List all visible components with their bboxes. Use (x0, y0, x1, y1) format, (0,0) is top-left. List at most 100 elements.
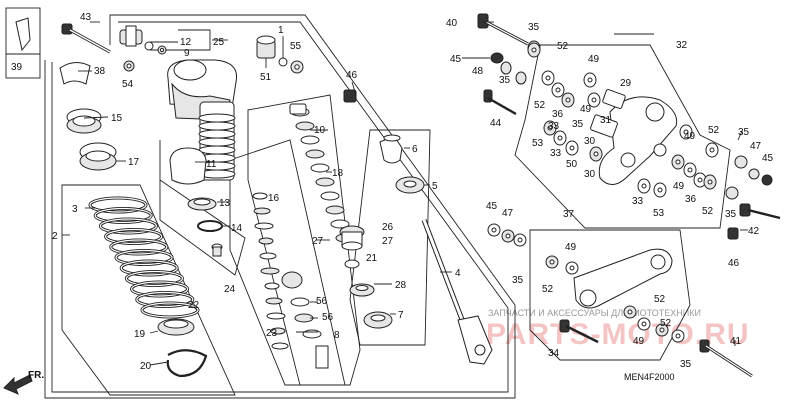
shim-disc (266, 312, 286, 320)
part-45-cap-top (490, 52, 504, 64)
arm-bearing-bore (657, 187, 663, 193)
rod-bearing-bore (505, 233, 511, 239)
arm-bearing-bore (557, 135, 563, 141)
callout-35-g: 35 (680, 359, 692, 370)
piston-disc (281, 271, 303, 289)
part-21-washer (344, 259, 360, 269)
rod-bearing-bore (675, 333, 681, 339)
part-31-pipe (590, 114, 618, 138)
shim-disc (253, 207, 271, 215)
arm-bearing-bore (697, 177, 703, 183)
shim-disc (258, 237, 274, 245)
part-51-bushing (256, 35, 276, 59)
part-39-sticker (5, 7, 41, 79)
spring-coil-highlight (136, 291, 194, 308)
callout-49-b: 49 (580, 104, 592, 115)
rod-bearing-bore (569, 265, 575, 271)
callout-19: 19 (134, 329, 146, 340)
part-6-cap (379, 134, 403, 164)
callout-30: 30 (584, 136, 596, 147)
part-14-oring (197, 220, 223, 232)
rod-bearing-bore (517, 237, 523, 243)
arm-bearing-bore (555, 87, 561, 93)
arm-bearing-bore (547, 125, 553, 131)
callout-28: 28 (395, 280, 407, 291)
callout-53-a: 53 (532, 138, 544, 149)
part-34-bolt (559, 319, 599, 344)
shim-disc (310, 163, 330, 173)
callout-49-d: 49 (673, 181, 685, 192)
callout-35-a: 35 (528, 22, 540, 33)
callout-54: 54 (122, 79, 134, 90)
arm-bearing-bore (565, 97, 571, 103)
rod-bearing-bore (491, 227, 497, 233)
part-46-nut-b (727, 227, 739, 240)
right-caps (725, 155, 773, 200)
shock-damper-body (167, 59, 238, 185)
shim-disc (325, 205, 345, 215)
top-bushing (289, 103, 307, 115)
callout-56-b: 56 (322, 312, 334, 323)
part-15-locknut (66, 108, 102, 134)
arm-bearing-bore (675, 159, 681, 165)
arm-bearing-bore (591, 97, 597, 103)
arm-bearing-bore (709, 147, 715, 153)
callout-36-a: 36 (552, 109, 564, 120)
callout-35-b: 35 (499, 75, 511, 86)
shim-disc (290, 297, 310, 307)
callout-11: 11 (206, 159, 217, 170)
callout-46-b: 46 (728, 258, 740, 269)
callout-49-a: 49 (588, 54, 600, 65)
shim-disc (270, 327, 286, 335)
drawing-code: MEN4F2000 (624, 372, 675, 382)
callout-18: 18 (332, 168, 344, 179)
callout-45-b: 45 (762, 153, 774, 164)
shim-disc (330, 219, 350, 229)
callout-52-c: 52 (708, 125, 720, 136)
callout-29: 29 (620, 78, 632, 89)
callout-21: 21 (366, 253, 378, 264)
callout-56-a: 56 (316, 296, 328, 307)
callout-6: 6 (412, 144, 418, 155)
callout-35-e: 35 (725, 209, 737, 220)
part-24-cap (211, 243, 223, 257)
link-rod-bearings (487, 223, 685, 343)
callout-49-e: 49 (565, 242, 577, 253)
part-17-adjuster (79, 142, 117, 171)
rod-bearing-bore (627, 309, 633, 315)
callout-49-f: 49 (633, 336, 645, 347)
damper-rib (198, 145, 236, 155)
watermark-logo: PARTS-MOTO.RU (486, 318, 750, 351)
arm-bearing-bore (707, 179, 713, 185)
part-13-ring (187, 197, 217, 211)
part-12-bushing-set (119, 25, 167, 55)
callout-40: 40 (446, 18, 458, 29)
watermark-tagline: ЗАПЧАСТИ И АКСЕССУАРЫ ДЛЯ МОТОТЕХНИКИ (488, 308, 701, 318)
shim-disc (264, 282, 280, 290)
part-46-nut (343, 89, 357, 103)
arm-bearing-bore (687, 167, 693, 173)
part-5-bladder (395, 176, 425, 194)
damper-rib (198, 113, 236, 123)
part-43-bolt (61, 23, 111, 54)
callout-8: 8 (334, 330, 340, 341)
callout-51: 51 (260, 72, 272, 83)
callout-52-e: 52 (542, 284, 554, 295)
front-direction-label: FR. (28, 370, 44, 381)
callout-42: 42 (748, 226, 760, 237)
callout-15: 15 (111, 113, 123, 124)
callout-2: 2 (52, 231, 58, 242)
arm-bearing-bore (641, 183, 647, 189)
part-55-washer (278, 57, 304, 74)
watermark: ЗАПЧАСТИ И АКСЕССУАРЫ ДЛЯ МОТОТЕХНИКИ PA… (486, 308, 750, 351)
shim-disc (260, 267, 280, 275)
callout-33-b: 33 (550, 148, 562, 159)
damper-rib (198, 137, 236, 147)
assembly-frames (44, 14, 731, 399)
leader-lines (62, 21, 748, 366)
rod-bearing-bore (641, 321, 647, 327)
callout-39: 39 (11, 62, 23, 73)
callout-46-top: 46 (346, 70, 358, 81)
callout-12: 12 (180, 37, 192, 48)
